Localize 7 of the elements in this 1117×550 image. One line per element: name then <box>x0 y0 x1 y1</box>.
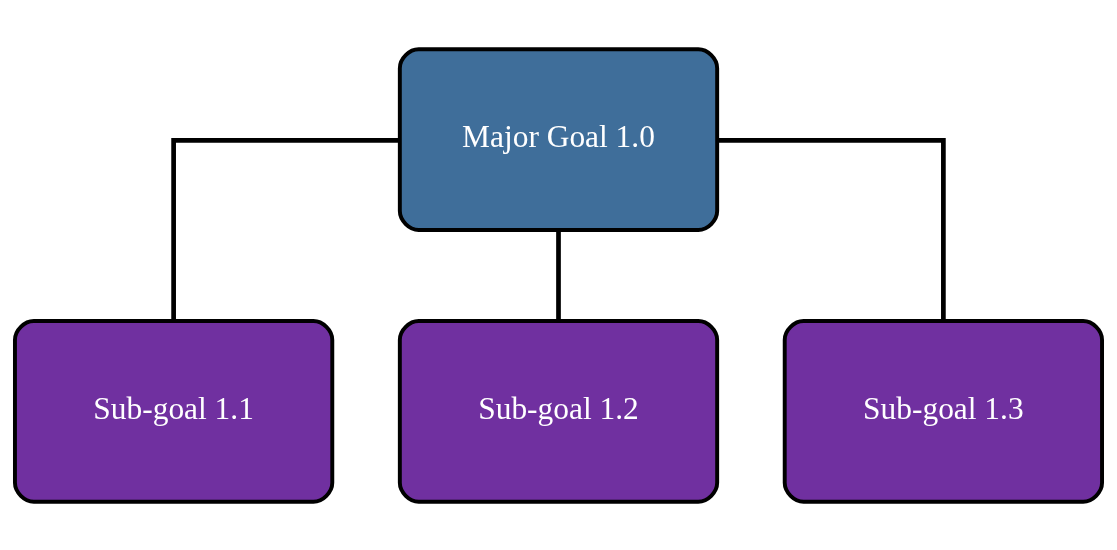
node-box: Major Goal 1.0 <box>397 46 720 232</box>
connector <box>171 137 400 320</box>
node-box: Sub-goal 1.2 <box>397 318 720 504</box>
node-box: Sub-goal 1.3 <box>782 318 1104 504</box>
connector <box>717 137 946 320</box>
node-box: Sub-goal 1.1 <box>13 318 335 504</box>
connector <box>556 229 561 321</box>
